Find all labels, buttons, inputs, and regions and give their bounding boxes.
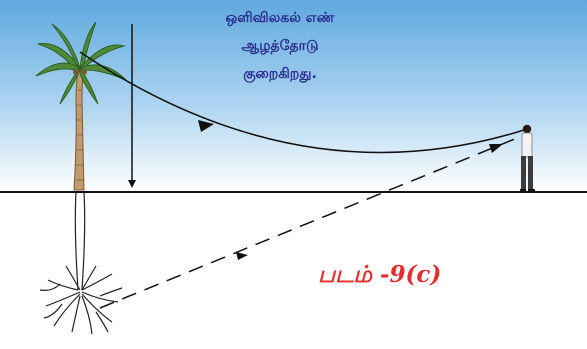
- dashed-arrowhead-lower: [236, 252, 248, 260]
- sky-background: [0, 0, 587, 192]
- tree-root: [40, 192, 122, 334]
